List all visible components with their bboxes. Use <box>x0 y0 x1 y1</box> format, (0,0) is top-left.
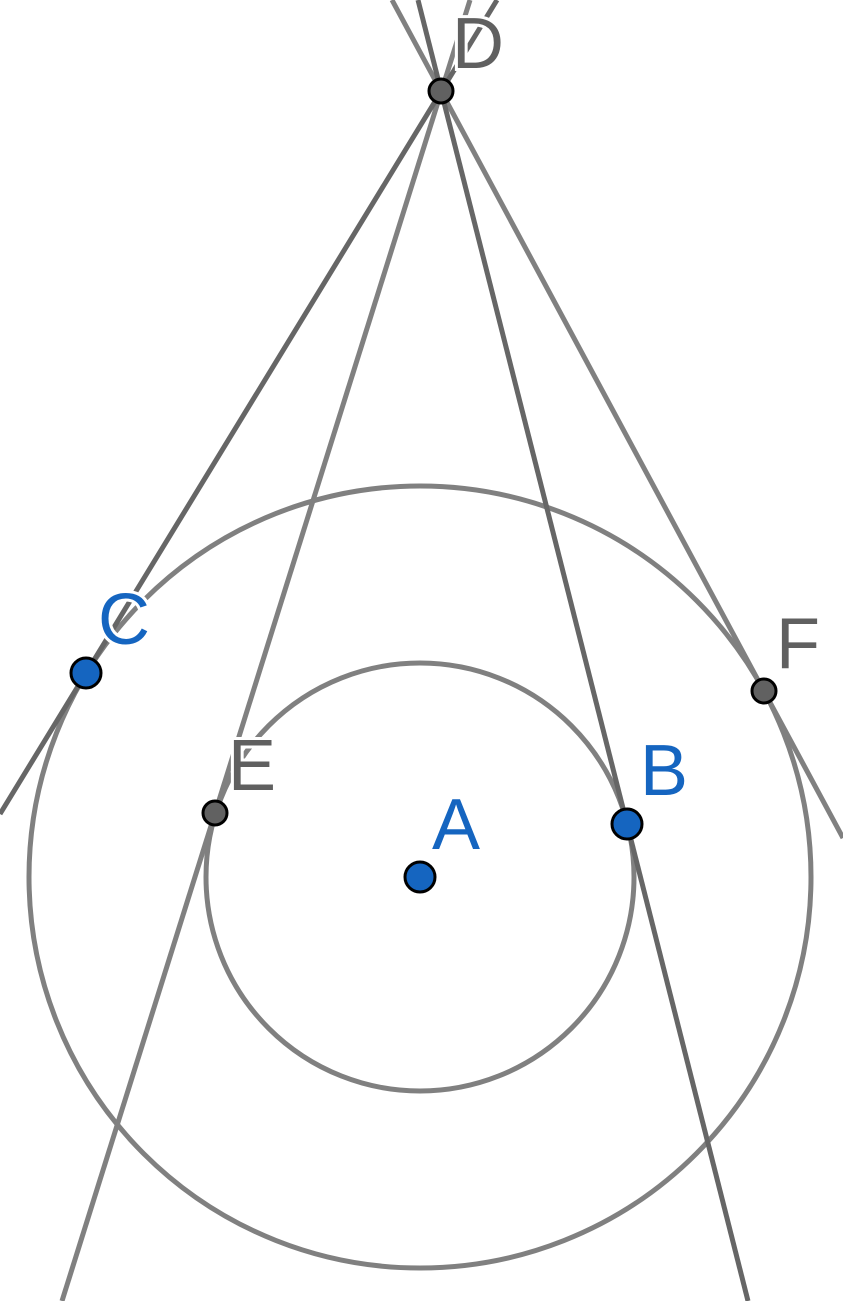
label-A: A <box>432 785 480 865</box>
point-C[interactable] <box>69 656 103 690</box>
line-DC[interactable] <box>0 0 500 816</box>
inner-circle[interactable] <box>203 660 637 1094</box>
label-B: B <box>640 731 688 811</box>
point-A[interactable] <box>403 860 437 894</box>
point-D[interactable] <box>427 77 455 105</box>
outer-circle[interactable] <box>26 483 814 1271</box>
point-F[interactable] <box>750 677 778 705</box>
label-D: D <box>452 4 504 84</box>
point-B[interactable] <box>610 807 644 841</box>
point-E[interactable] <box>201 799 229 827</box>
line-DE[interactable] <box>59 0 473 1301</box>
label-F: F <box>776 604 820 684</box>
line-DF[interactable] <box>389 0 843 840</box>
label-C: C <box>98 580 150 660</box>
line-DB[interactable] <box>415 0 751 1301</box>
label-E: E <box>228 726 276 806</box>
